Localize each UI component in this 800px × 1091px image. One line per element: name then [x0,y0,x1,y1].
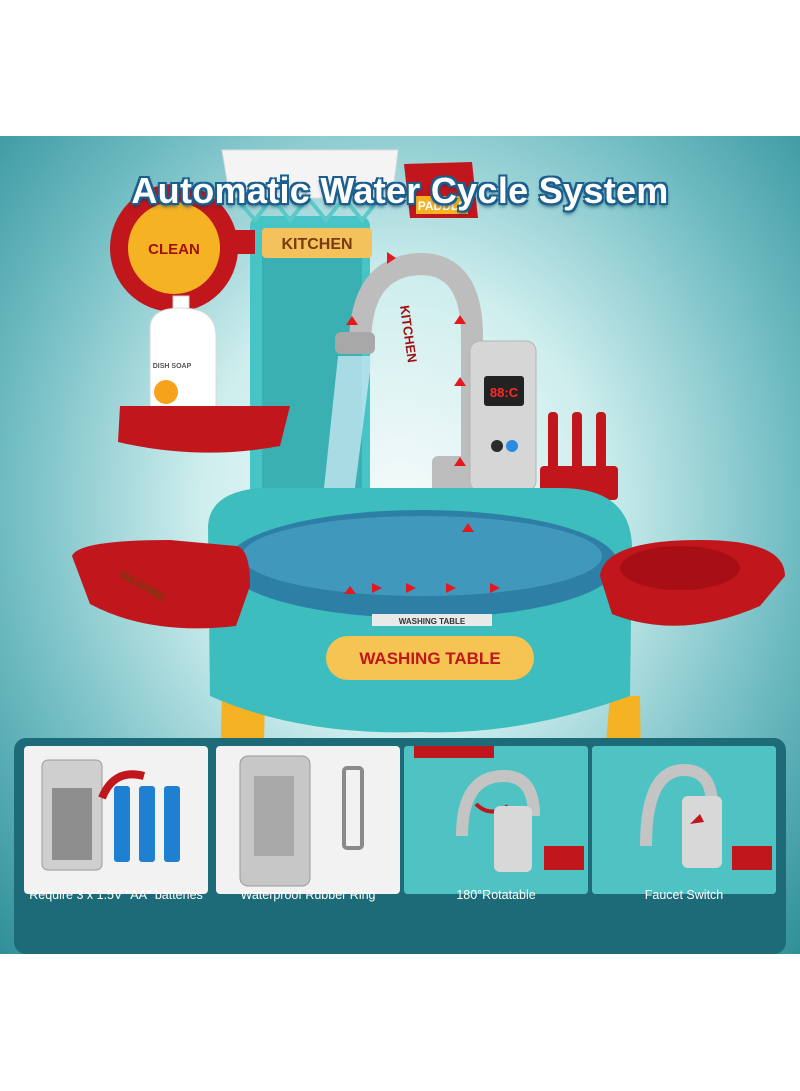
rack-prong-2 [572,412,582,472]
switch-faucet [640,763,718,847]
small-washing-plate-text: WASHING TABLE [399,617,466,626]
control-unit-opening [254,776,294,856]
battery-3 [164,786,180,862]
arrow-up-2 [454,315,466,324]
control-button-left [491,440,503,452]
headline: Automatic Water Cycle System [131,170,669,211]
caption-faucet-switch: Faucet Switch [644,888,724,902]
feature-tile-faucet-switch [592,746,776,894]
control-display [484,376,524,406]
control-button-right [506,440,518,452]
rubber-ring [342,766,364,850]
arrow-up-1 [462,523,474,532]
water-stream [320,356,372,526]
paddle-sign-plate [416,196,468,214]
dish-soap-label: DISH SOAP [153,363,192,370]
rack-prong-1 [548,412,558,472]
feature-tile-rubber-ring [216,746,400,894]
clean-sign-inner [128,202,220,294]
batteries-illustration [41,759,180,871]
caption-batteries: Require 3 x 1.5V "AA" batteries [29,888,203,902]
rotatable-sign [414,746,494,758]
arrow-right-3 [446,583,456,593]
caption-rotatable: 180°Rotatable [456,888,536,902]
feature-panel: Require 3 x 1.5V "AA" batteries Waterpro… [14,738,786,954]
feature-tile-batteries [24,746,208,894]
arrow-right-1 [372,583,382,593]
compartment-slot [52,788,92,860]
flow-arrows [344,252,500,594]
rotatable-faucet [456,769,540,837]
arrow-right-4 [490,583,500,593]
kitchen-sign-text: KITCHEN [281,236,352,253]
battery-2 [139,786,155,862]
faucet-head [335,332,375,354]
small-washing-plate [372,614,492,626]
top-basket [221,149,399,199]
toy-kitchen-illustration: KITCHEN PADDLE CLEAN DISH SOAP KITCHEN 8… [72,149,785,836]
battery-1 [114,786,130,862]
switch-rack [732,846,772,870]
kitchen-sign-bg [262,228,372,258]
rotatable-control-box [494,806,532,872]
feature-tile-rotatable [404,746,588,894]
faucet-arm [349,252,483,466]
right-tray-bowl [620,546,740,590]
soap-shelf [118,406,290,453]
washing-table-plate [326,636,534,680]
water-ripple [242,516,602,596]
paddle-sign-text: PADDLE [418,199,466,213]
arrow-down-1 [344,586,356,594]
arrow-up-3 [454,377,466,386]
orange-slice-icon [154,380,178,404]
switch-arrow [690,814,704,824]
rack-prong-3 [596,412,606,472]
faucet-kitchen-text: KITCHEN [397,304,420,363]
rotatable-illustration [404,746,588,894]
arrow-right-2 [406,583,416,593]
rubber-ring-illustration [239,755,364,887]
display-readout: 88:C [490,385,519,400]
faucet-switch-illustration [592,746,776,894]
control-box [469,340,537,492]
basket-fringe [234,194,382,224]
washing-table-text: WASHING TABLE [359,649,500,668]
caption-rubber-ring: Waterproof Rubber Ring [240,888,376,902]
arrow-left-1 [387,252,396,264]
arrow-down-2 [346,316,358,325]
rotatable-rack [544,846,584,870]
left-side-tray [72,540,250,629]
switch-control-box [682,796,722,868]
insert-arrow [98,770,146,800]
arrow-up-4 [454,457,466,466]
clean-sign-text: CLEAN [148,241,200,258]
